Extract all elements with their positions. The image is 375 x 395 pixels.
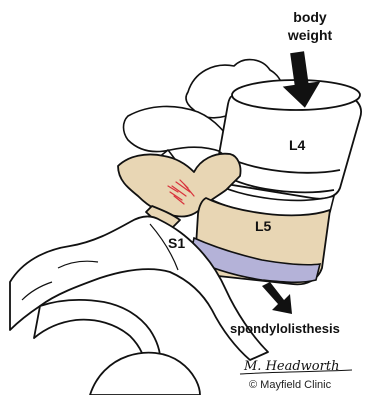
- arrow-down-right-icon: [262, 282, 292, 314]
- spondylolisthesis-label: spondylolisthesis: [230, 321, 340, 336]
- l5-label: L5: [255, 218, 272, 234]
- body-weight-label-line1: body: [293, 9, 327, 25]
- copyright-credit: © Mayfield Clinic: [249, 379, 332, 391]
- s1-label: S1: [168, 235, 185, 251]
- l4-label: L4: [289, 137, 306, 153]
- body-weight-label-line2: weight: [287, 27, 333, 43]
